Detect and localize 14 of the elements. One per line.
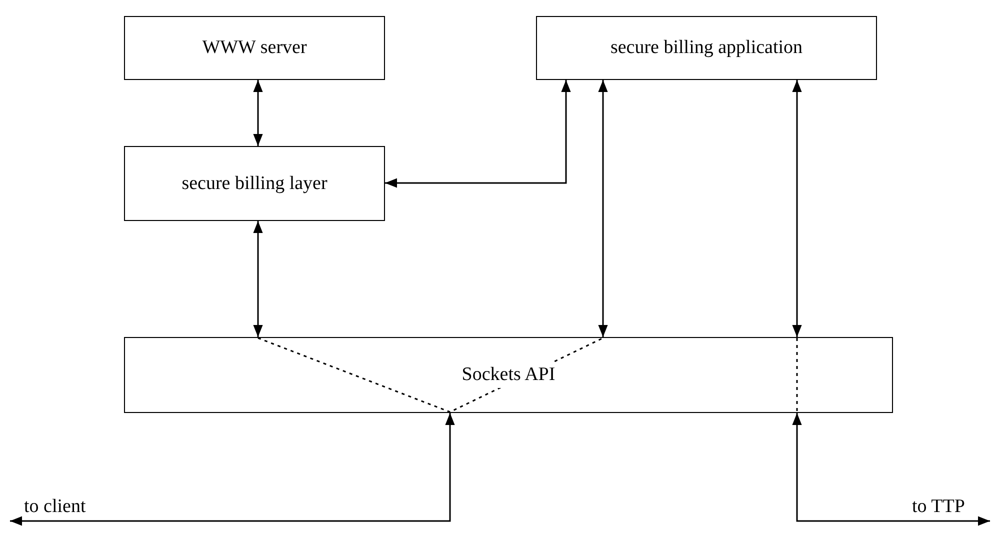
arrow xyxy=(10,413,455,526)
box-label: secure billing layer xyxy=(180,172,328,196)
arrow xyxy=(598,80,608,337)
process-box xyxy=(536,16,877,80)
arrow xyxy=(385,80,571,188)
arrow xyxy=(253,221,263,337)
process-box xyxy=(124,337,893,413)
arrow xyxy=(792,413,990,526)
box-label: secure billing application xyxy=(609,36,804,60)
arrow xyxy=(253,80,263,146)
process-box xyxy=(124,16,385,80)
box-label: WWW server xyxy=(201,36,308,60)
arrow xyxy=(792,80,802,337)
process-box xyxy=(124,146,385,221)
